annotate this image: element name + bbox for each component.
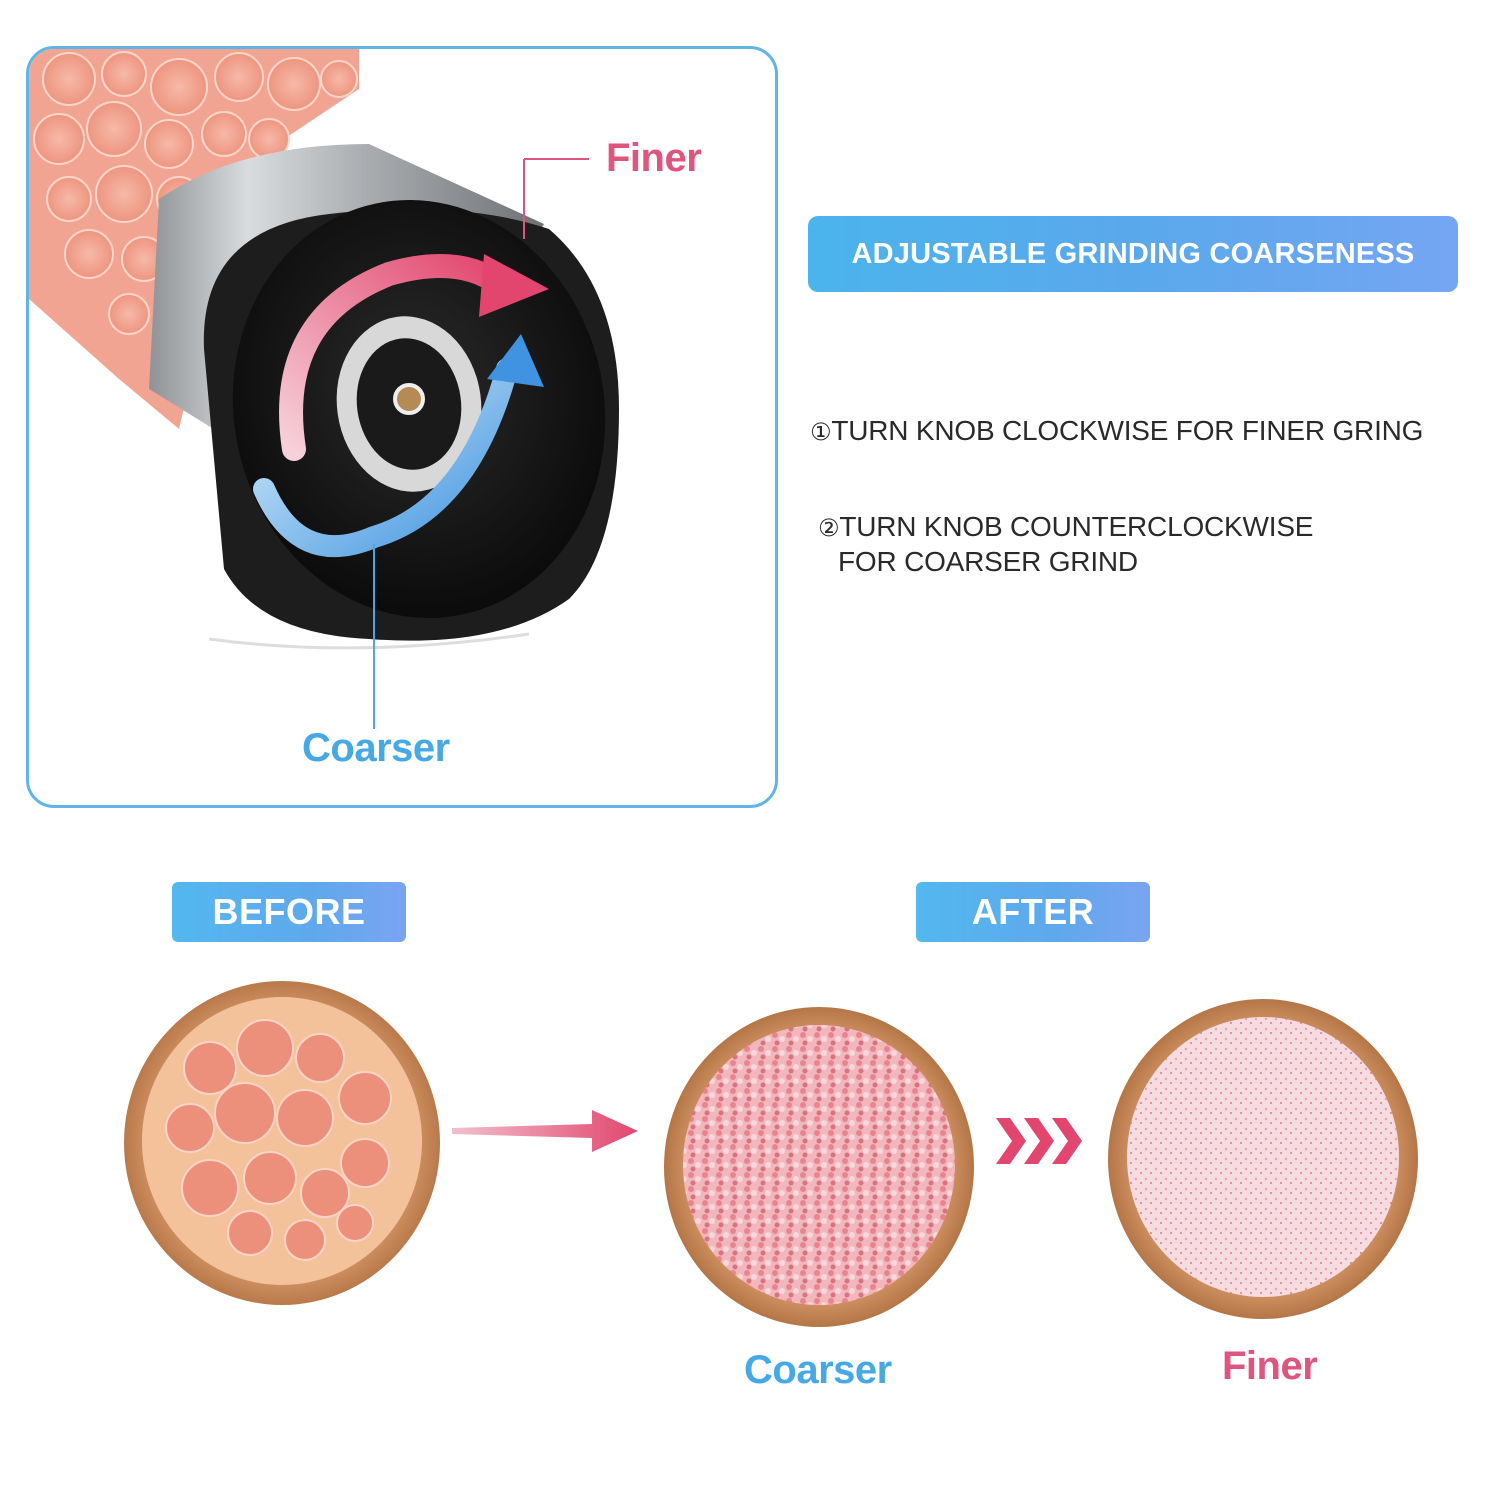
finer-callout: Finer xyxy=(606,136,702,180)
finer-bowl-label: Finer xyxy=(1222,1344,1318,1388)
grinder-head xyxy=(203,200,619,650)
instruction-2: ②TURN KNOB COUNTERCLOCKWISE FOR COARSER … xyxy=(818,510,1313,578)
finer-leader-line xyxy=(523,158,589,239)
coarser-callout: Coarser xyxy=(302,726,450,770)
grinder-photo-frame xyxy=(26,46,778,808)
instruction-2-line-1: TURN KNOB COUNTERCLOCKWISE xyxy=(839,511,1314,542)
bowl-coarse-salt xyxy=(664,1007,974,1327)
red-curved-arrow-icon xyxy=(279,254,549,461)
instruction-2-line-2: FOR COARSER GRIND xyxy=(838,546,1138,577)
instruction-1: ①TURN KNOB CLOCKWISE FOR FINER GRING xyxy=(810,414,1423,449)
before-tag-text: BEFORE xyxy=(212,891,366,932)
arrow-right-icon xyxy=(452,1110,638,1152)
grinder-illustration xyxy=(29,49,619,729)
bowl-fine-salt xyxy=(1108,999,1418,1319)
blue-curved-arrow-icon xyxy=(253,334,544,558)
feature-heading: ADJUSTABLE GRINDING COARSENESS xyxy=(808,216,1458,292)
coarser-bowl-label: Coarser xyxy=(744,1348,892,1392)
step-number-2: ② xyxy=(818,514,840,542)
before-tag: BEFORE xyxy=(172,882,406,942)
feature-heading-text: ADJUSTABLE GRINDING COARSENESS xyxy=(851,237,1415,270)
bowl-rock-salt xyxy=(124,981,440,1305)
instruction-1-text: TURN KNOB CLOCKWISE FOR FINER GRING xyxy=(831,415,1424,446)
after-tag: AFTER xyxy=(916,882,1150,942)
step-number-1: ① xyxy=(810,418,832,446)
after-tag-text: AFTER xyxy=(971,891,1095,932)
chevrons-right-icon xyxy=(996,1118,1082,1164)
